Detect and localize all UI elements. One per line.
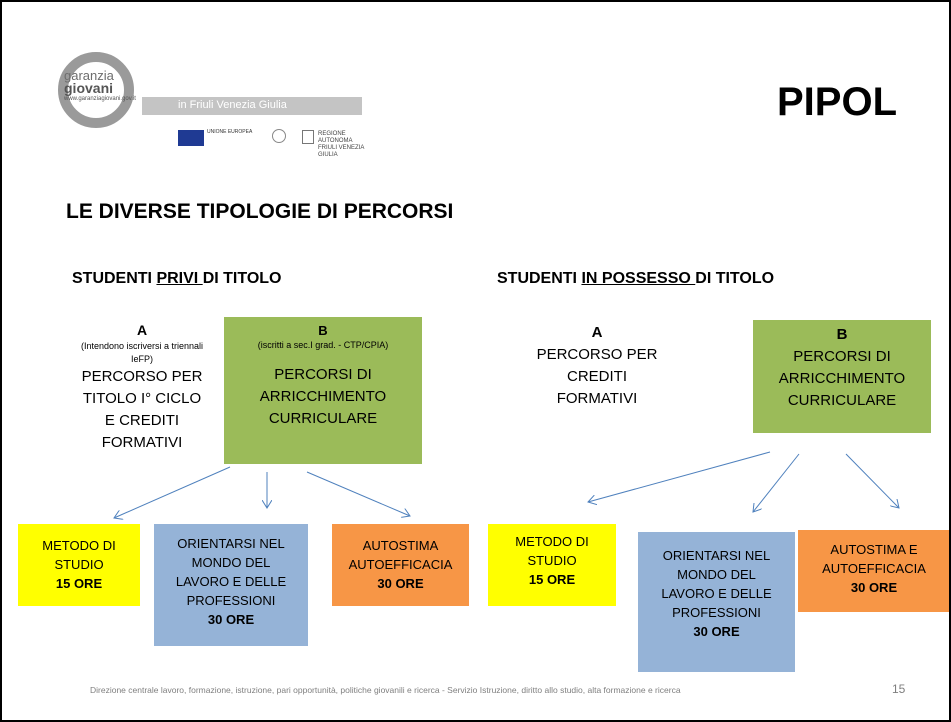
box-line: MONDO DEL	[677, 567, 756, 582]
right-a-line: FORMATIVI	[556, 390, 638, 407]
ministry-seal-icon	[272, 129, 286, 143]
right-box-autostima: AUTOSTIMA E AUTOEFFICACIA 30 ORE	[798, 530, 949, 612]
box-hours: 30 ORE	[377, 576, 424, 591]
arrow-left-to-autostima	[306, 471, 410, 516]
right-b-line: ARRICCHIMENTO	[778, 370, 906, 387]
left-a-line: FORMATIVI	[101, 434, 183, 451]
garanzia-giovani-logo-ring	[58, 52, 134, 128]
box-line: AUTOEFFICACIA	[822, 561, 926, 576]
page-title: PIPOL	[777, 80, 898, 124]
left-a-block: A (Intendono iscriversi a triennali IeFP…	[67, 320, 217, 454]
box-line: ORIENTARSI NEL	[177, 536, 285, 551]
box-hours: 30 ORE	[850, 580, 898, 595]
box-hours: 30 ORE	[207, 612, 255, 627]
logo-brand-line2: giovani	[64, 80, 114, 96]
box-line: PROFESSIONI	[186, 593, 276, 608]
box-line: METODO DI	[515, 534, 589, 549]
box-hours: 15 ORE	[528, 572, 576, 587]
logo-brand-url: www.garanziagiovani.gov.it	[64, 96, 136, 102]
right-b-line: CURRICULARE	[787, 392, 897, 409]
page-subtitle: LE DIVERSE TIPOLOGIE DI PERCORSI	[66, 200, 454, 223]
left-column-heading: STUDENTI PRIVI DI TITOLO	[72, 270, 282, 287]
right-a-line: CREDITI	[567, 368, 627, 385]
left-a-line: PERCORSO PER	[81, 368, 203, 385]
page-number: 15	[892, 682, 906, 696]
arrow-right-to-autostima	[845, 453, 899, 508]
right-a-letter: A	[591, 324, 603, 341]
arrow-right-to-metodo	[588, 451, 771, 502]
left-b-note: (iscritti a sec.I grad. - CTP/CPIA)	[257, 340, 389, 350]
right-b-letter: B	[836, 326, 848, 343]
garanzia-giovani-logo: garanzia giovani www.garanziagiovani.gov…	[64, 69, 174, 103]
fvg-label: REGIONE AUTONOMA FRIULI VENEZIA GIULIA	[318, 131, 365, 158]
right-a-block: A PERCORSO PER CREDITI FORMATIVI	[522, 322, 672, 410]
left-box-metodo-studio: METODO DI STUDIO 15 ORE	[18, 524, 140, 606]
right-box-orientarsi: ORIENTARSI NEL MONDO DEL LAVORO E DELLE …	[638, 532, 795, 672]
footer-text: Direzione centrale lavoro, formazione, i…	[90, 685, 681, 695]
box-line: LAVORO E DELLE	[175, 574, 287, 589]
box-line: AUTOSTIMA	[362, 538, 439, 553]
left-b-line: PERCORSI DI	[274, 366, 372, 383]
left-a-line: TITOLO I° CICLO	[82, 390, 202, 407]
box-line: AUTOEFFICACIA	[348, 557, 453, 572]
left-box-orientarsi: ORIENTARSI NEL MONDO DEL LAVORO E DELLE …	[154, 524, 308, 646]
logo-brand-line1: garanzia	[64, 68, 114, 83]
box-line: LAVORO E DELLE	[661, 586, 772, 601]
eu-flag-icon	[178, 130, 204, 146]
left-b-box: B (iscritti a sec.I grad. - CTP/CPIA) PE…	[224, 317, 422, 464]
left-b-letter: B	[318, 323, 328, 338]
box-line: ORIENTARSI NEL	[662, 548, 771, 563]
right-box-metodo-studio: METODO DI STUDIO 15 ORE	[488, 524, 616, 606]
right-b-line: PERCORSI DI	[793, 348, 891, 365]
eu-label: UNIONE EUROPEA	[207, 129, 253, 135]
right-b-box: B PERCORSI DI ARRICCHIMENTO CURRICULARE	[753, 320, 931, 433]
right-a-line: PERCORSO PER	[536, 346, 658, 363]
right-column-heading: STUDENTI IN POSSESSO DI TITOLO	[497, 270, 775, 287]
arrow-right-to-orientarsi	[753, 453, 800, 512]
box-hours: 15 ORE	[55, 576, 103, 591]
arrow-left-to-metodo	[114, 466, 231, 518]
left-b-line: CURRICULARE	[268, 410, 378, 427]
fvg-region-icon	[302, 130, 314, 144]
logo-region-text: in Friuli Venezia Giulia	[178, 99, 287, 111]
box-line: MONDO DEL	[191, 555, 271, 570]
left-a-letter: A	[136, 322, 148, 338]
box-line: PROFESSIONI	[672, 605, 761, 620]
box-hours: 30 ORE	[693, 624, 740, 639]
left-a-note: (Intendono iscriversi a triennali IeFP)	[80, 341, 204, 364]
box-line: STUDIO	[527, 553, 577, 568]
left-box-autostima: AUTOSTIMA AUTOEFFICACIA 30 ORE	[332, 524, 469, 606]
box-line: STUDIO	[54, 557, 104, 572]
left-a-line: E CREDITI	[104, 412, 180, 429]
logo-region-bar: in Friuli Venezia Giulia	[142, 97, 362, 115]
box-line: METODO DI	[42, 538, 116, 553]
box-line: AUTOSTIMA E	[830, 542, 918, 557]
left-b-line: ARRICCHIMENTO	[259, 388, 387, 405]
